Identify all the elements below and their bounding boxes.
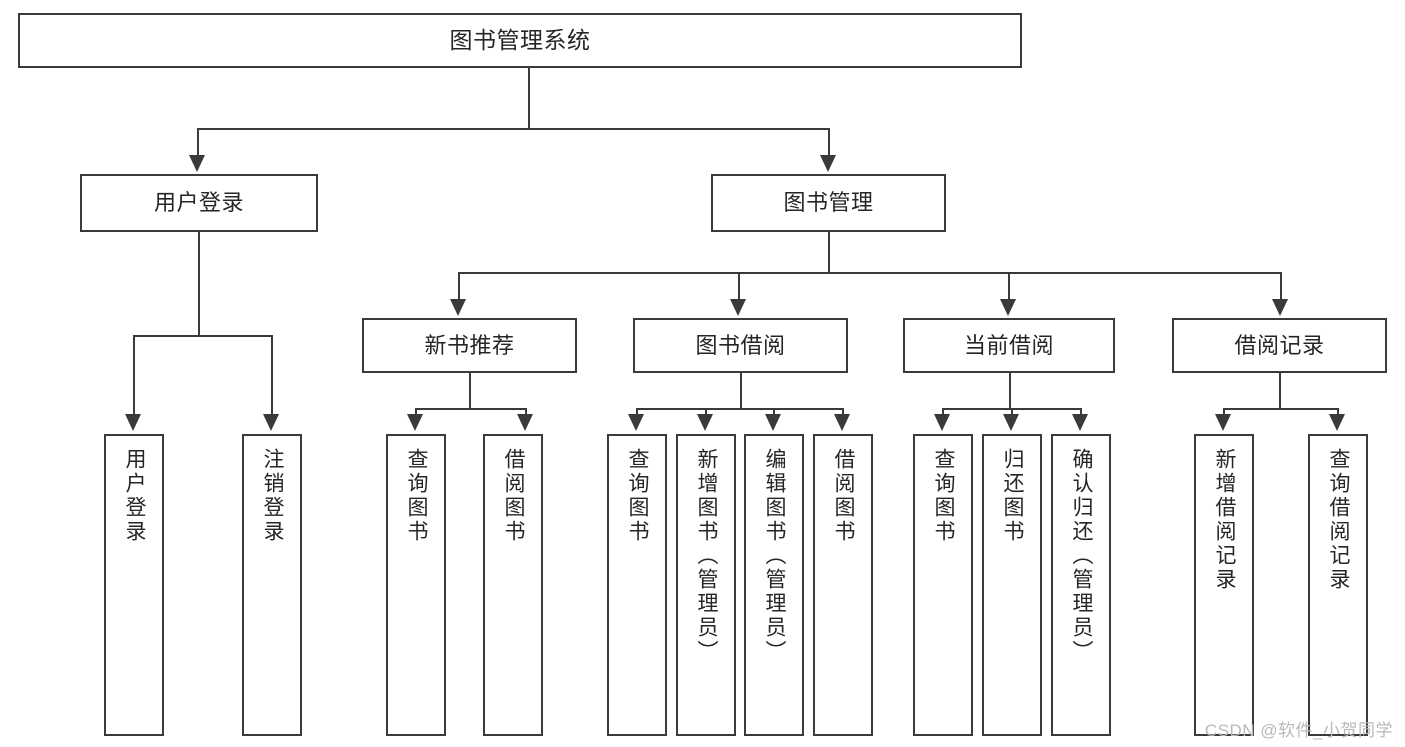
connector-borrow-record-to-leaf-1 — [1223, 408, 1225, 418]
node-label: 借阅记录 — [1234, 332, 1325, 358]
leaf-confirm-return-admin[interactable]: 确认归还（管理员） — [1051, 434, 1111, 736]
node-new-book-recommend[interactable]: 新书推荐 — [362, 318, 577, 373]
connector-current-borrow-to-leaf-3 — [1080, 408, 1082, 418]
arrow-current-borrow-to-leaf-1 — [934, 414, 950, 431]
node-label: 借阅图书 — [502, 448, 526, 544]
connector-book-manage-to-l3-4 — [1280, 272, 1282, 302]
arrow-book-borrow-to-leaf-4 — [834, 414, 850, 431]
arrow-book-manage-to-l3-2 — [730, 299, 746, 316]
leaf-borrow-book[interactable]: 借阅图书 — [813, 434, 873, 736]
node-book-management[interactable]: 图书管理 — [711, 174, 946, 232]
node-label: 用户登录 — [123, 448, 147, 544]
leaf-query-book-current[interactable]: 查询图书 — [913, 434, 973, 736]
node-borrow-record[interactable]: 借阅记录 — [1172, 318, 1387, 373]
leaf-logout[interactable]: 注销登录 — [242, 434, 302, 736]
node-label: 查询图书 — [626, 448, 650, 544]
connector-current-borrow-to-leaf-2 — [1011, 408, 1013, 418]
connector-borrow-record-bar — [1223, 408, 1337, 410]
leaf-borrow-book-recommend[interactable]: 借阅图书 — [483, 434, 543, 736]
node-label: 用户登录 — [153, 190, 244, 216]
connector-book-borrow-to-leaf-1 — [636, 408, 638, 418]
connector-borrow-record-to-leaf-2 — [1337, 408, 1339, 418]
arrow-current-borrow-to-leaf-3 — [1072, 414, 1088, 431]
arrow-borrow-record-to-leaf-1 — [1215, 414, 1231, 431]
node-label: 查询图书 — [932, 448, 956, 544]
arrow-new-book-to-leaf-1 — [407, 414, 423, 431]
leaf-query-book-borrow[interactable]: 查询图书 — [607, 434, 667, 736]
connector-user-login-to-leaf-1 — [133, 335, 135, 417]
connector-book-borrow-stem — [740, 373, 742, 408]
connector-book-manage-to-l3-1 — [458, 272, 460, 302]
connector-book-borrow-bar — [636, 408, 842, 410]
leaf-user-login[interactable]: 用户登录 — [104, 434, 164, 736]
connector-book-manage-stem — [828, 232, 830, 272]
node-label: 图书管理 — [783, 190, 874, 216]
arrow-user-login-to-leaf-1 — [125, 414, 141, 431]
connector-current-borrow-stem — [1009, 373, 1011, 408]
leaf-query-book-recommend[interactable]: 查询图书 — [386, 434, 446, 736]
leaf-query-borrow-record[interactable]: 查询借阅记录 — [1308, 434, 1368, 736]
connector-book-manage-to-l3-3 — [1008, 272, 1010, 302]
node-label: 查询图书 — [405, 448, 429, 544]
node-label: 归还图书 — [1001, 448, 1025, 544]
leaf-add-borrow-record[interactable]: 新增借阅记录 — [1194, 434, 1254, 736]
node-current-borrow[interactable]: 当前借阅 — [903, 318, 1115, 373]
connector-current-borrow-to-leaf-1 — [942, 408, 944, 418]
node-label: 借阅图书 — [832, 448, 856, 544]
node-label: 当前借阅 — [963, 332, 1054, 358]
node-label: 查询借阅记录 — [1327, 448, 1351, 592]
connector-book-borrow-to-leaf-3 — [773, 408, 775, 418]
node-user-login[interactable]: 用户登录 — [80, 174, 318, 232]
node-label: 新增借阅记录 — [1213, 448, 1237, 592]
connector-book-manage-to-l3-2 — [738, 272, 740, 302]
connector-root-to-book-manage — [828, 128, 830, 160]
arrow-root-to-user-login — [189, 155, 205, 172]
arrow-book-borrow-to-leaf-2 — [697, 414, 713, 431]
watermark: CSDN @软件_小贺同学 — [1204, 721, 1393, 740]
connector-new-book-to-leaf-1 — [415, 408, 417, 418]
arrow-book-manage-to-l3-1 — [450, 299, 466, 316]
node-label: 图书管理系统 — [449, 26, 591, 53]
node-label: 注销登录 — [261, 448, 285, 544]
node-root-library-system[interactable]: 图书管理系统 — [18, 13, 1022, 68]
connector-root-stem — [528, 68, 530, 128]
node-label: 确认归还（管理员） — [1070, 448, 1094, 664]
node-label: 图书借阅 — [695, 332, 786, 358]
connector-book-borrow-to-leaf-2 — [705, 408, 707, 418]
leaf-edit-book-admin[interactable]: 编辑图书（管理员） — [744, 434, 804, 736]
arrow-user-login-to-leaf-2 — [263, 414, 279, 431]
arrow-book-manage-to-l3-3 — [1000, 299, 1016, 316]
node-book-borrow[interactable]: 图书借阅 — [633, 318, 848, 373]
connector-new-book-bar — [415, 408, 525, 410]
connector-borrow-record-stem — [1279, 373, 1281, 408]
arrow-borrow-record-to-leaf-2 — [1329, 414, 1345, 431]
connector-user-login-bar — [133, 335, 271, 337]
connector-user-login-to-leaf-2 — [271, 335, 273, 417]
leaf-add-book-admin[interactable]: 新增图书（管理员） — [676, 434, 736, 736]
arrow-book-borrow-to-leaf-3 — [765, 414, 781, 431]
arrow-new-book-to-leaf-2 — [517, 414, 533, 431]
connector-new-book-to-leaf-2 — [525, 408, 527, 418]
node-label: 编辑图书（管理员） — [763, 448, 787, 664]
arrow-book-borrow-to-leaf-1 — [628, 414, 644, 431]
leaf-return-book[interactable]: 归还图书 — [982, 434, 1042, 736]
connector-new-book-stem — [469, 373, 471, 408]
connector-root-bar — [197, 128, 828, 130]
node-label: 新书推荐 — [424, 332, 515, 358]
arrow-book-manage-to-l3-4 — [1272, 299, 1288, 316]
connector-root-to-user-login — [197, 128, 199, 160]
node-label: 新增图书（管理员） — [695, 448, 719, 664]
connector-book-borrow-to-leaf-4 — [842, 408, 844, 418]
arrow-root-to-book-manage — [820, 155, 836, 172]
connector-book-manage-bar — [458, 272, 1280, 274]
connector-user-login-stem — [198, 232, 200, 335]
arrow-current-borrow-to-leaf-2 — [1003, 414, 1019, 431]
